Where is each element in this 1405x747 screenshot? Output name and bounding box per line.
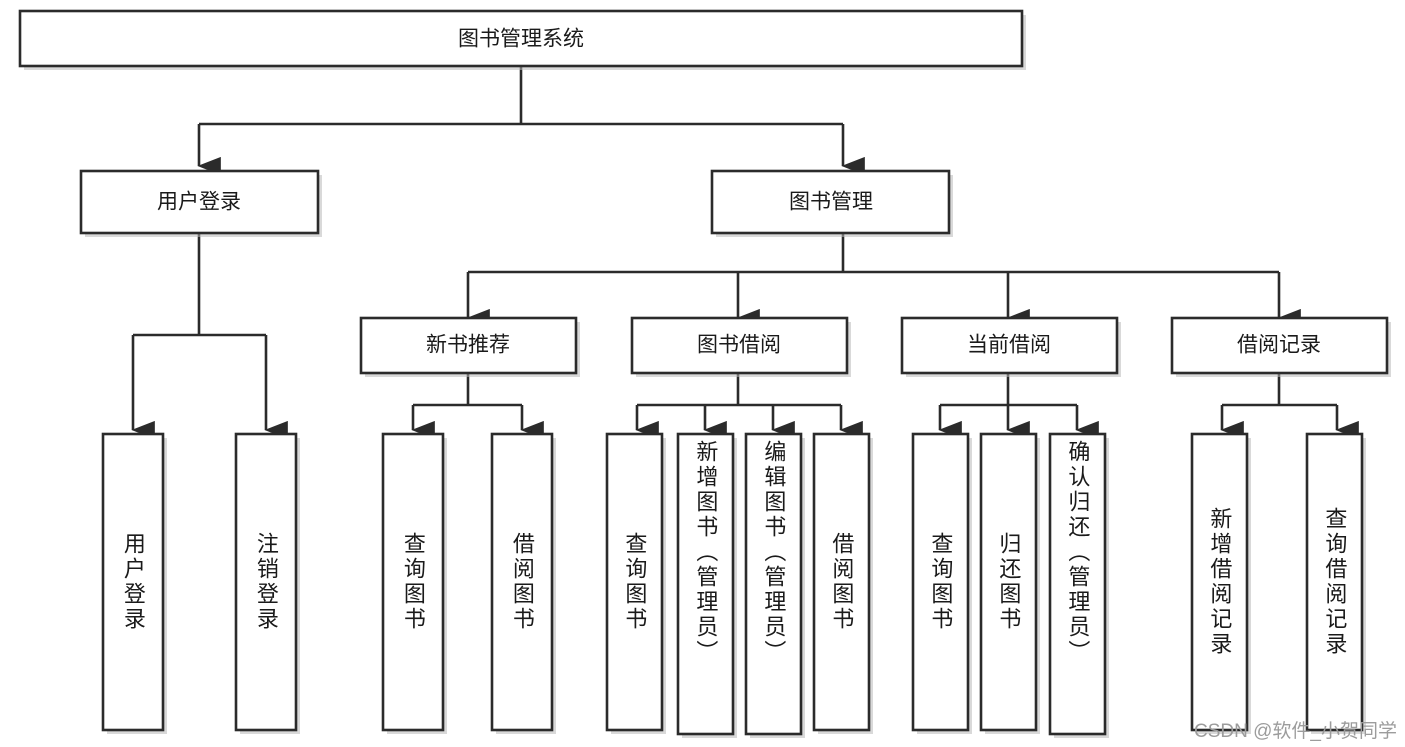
leaf-box[interactable] <box>490 432 554 732</box>
connector-group <box>131 66 1359 440</box>
user-login-box[interactable] <box>79 169 320 235</box>
new-book-box[interactable] <box>359 316 578 375</box>
leaf-book-borrow-1[interactable] <box>605 432 666 734</box>
node-current-borrow[interactable]: 当前借阅 <box>900 316 1121 377</box>
new-book-label: 新书推荐 <box>426 334 510 357</box>
leaf-box[interactable] <box>812 432 871 732</box>
leaf-borrow-record-2[interactable] <box>1305 432 1366 734</box>
node-book-manage[interactable]: 图书管理 <box>710 169 953 237</box>
leaf-box[interactable] <box>1305 432 1364 732</box>
csdn-watermark: CSDN @软件_小贺同学 <box>1194 721 1397 742</box>
leaf-book-borrow-3[interactable] <box>744 432 805 738</box>
leaf-box[interactable] <box>676 432 735 736</box>
leaf-user-login-1[interactable] <box>101 432 167 734</box>
borrow-record-label: 借阅记录 <box>1237 334 1321 357</box>
leaf-box[interactable] <box>979 432 1038 732</box>
root-label: 图书管理系统 <box>458 28 584 51</box>
node-borrow-record[interactable]: 借阅记录 <box>1170 316 1391 377</box>
leaf-box[interactable] <box>1190 432 1249 732</box>
root-box[interactable] <box>18 9 1024 68</box>
borrow-record-box[interactable] <box>1170 316 1389 375</box>
book-manage-label: 图书管理 <box>789 191 873 214</box>
book-borrow-label: 图书借阅 <box>697 334 781 357</box>
leaf-box[interactable] <box>744 432 803 736</box>
current-borrow-box[interactable] <box>900 316 1119 375</box>
node-user-login[interactable]: 用户登录 <box>79 169 322 237</box>
leaf-current-borrow-2[interactable] <box>979 432 1040 734</box>
current-borrow-label: 当前借阅 <box>967 334 1051 357</box>
leaf-current-borrow-1[interactable] <box>911 432 972 734</box>
node-book-borrow[interactable]: 图书借阅 <box>630 316 851 377</box>
leaf-box[interactable] <box>1048 432 1107 736</box>
leaf-new-book-2[interactable] <box>490 432 556 734</box>
leaf-box[interactable] <box>381 432 445 732</box>
leaf-book-borrow-2[interactable] <box>676 432 737 738</box>
leaf-new-book-1[interactable] <box>381 432 447 734</box>
book-borrow-box[interactable] <box>630 316 849 375</box>
leaf-book-borrow-4[interactable] <box>812 432 873 734</box>
node-root[interactable]: 图书管理系统 <box>18 9 1026 70</box>
leaf-box[interactable] <box>911 432 970 732</box>
leaf-box[interactable] <box>101 432 165 732</box>
leaf-box[interactable] <box>605 432 664 732</box>
leaf-box[interactable] <box>234 432 298 732</box>
user-login-label: 用户登录 <box>157 191 241 214</box>
leaf-user-login-2[interactable] <box>234 432 300 734</box>
leaf-borrow-record-1[interactable] <box>1190 432 1251 734</box>
leaf-current-borrow-3[interactable] <box>1048 432 1109 738</box>
book-manage-box[interactable] <box>710 169 951 235</box>
node-new-book-recommend[interactable]: 新书推荐 <box>359 316 580 377</box>
